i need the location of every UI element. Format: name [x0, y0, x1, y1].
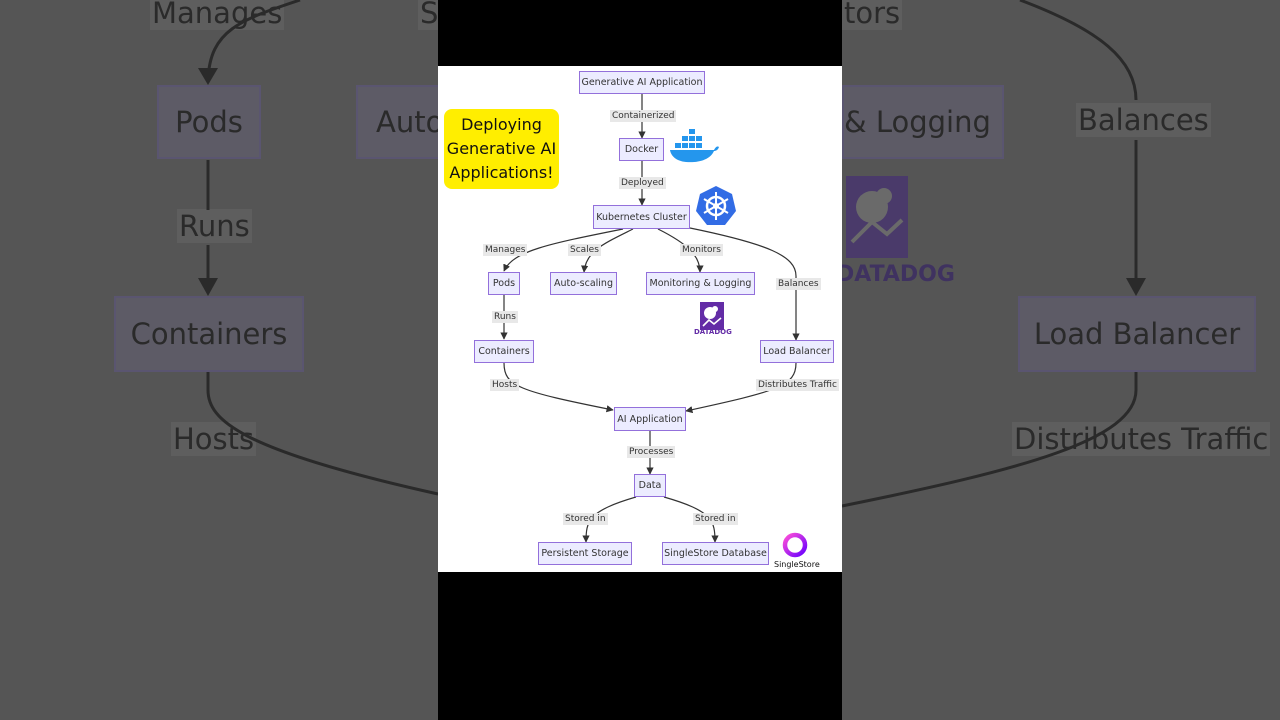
bg-box-pods: Pods: [157, 85, 261, 159]
singlestore-logo-icon: [782, 532, 808, 558]
node-generative-ai-application: Generative AI Application: [579, 71, 705, 94]
title-line-1: Deploying: [461, 115, 542, 134]
node-ai-application: AI Application: [614, 407, 686, 431]
diagram-panel: Generative AI Application Docker Kuberne…: [438, 66, 842, 572]
bg-label-monitors: tors: [842, 0, 903, 30]
node-containers: Containers: [474, 340, 534, 363]
edge-label-distributes-traffic: Distributes Traffic: [756, 379, 839, 391]
bg-label-balances: Balances: [1076, 103, 1211, 137]
bg-datadog-logo: [846, 176, 908, 258]
node-docker: Docker: [619, 138, 664, 161]
title-line-2: Generative AI: [446, 139, 557, 158]
edge-label-stored-in-right: Stored in: [693, 513, 738, 525]
edge-label-manages: Manages: [483, 244, 528, 256]
node-pods: Pods: [488, 272, 520, 295]
bg-box-containers: Containers: [114, 296, 304, 372]
kubernetes-logo-icon: [696, 186, 736, 225]
bg-label-runs: Runs: [177, 209, 252, 243]
bg-label-distributes: Distributes Traffic: [1012, 422, 1271, 456]
edge-label-runs: Runs: [492, 311, 518, 323]
title-line-3: Applications!: [449, 163, 554, 182]
node-singlestore-database: SingleStore Database: [662, 542, 769, 565]
node-persistent-storage: Persistent Storage: [538, 542, 632, 565]
title-callout: Deploying Generative AI Applications!: [444, 109, 559, 189]
edge-label-stored-in-left: Stored in: [563, 513, 608, 525]
datadog-logo-icon: [700, 302, 724, 330]
bg-box-logging: & Logging: [842, 85, 1004, 159]
edge-label-monitors: Monitors: [680, 244, 723, 256]
node-data: Data: [634, 474, 666, 497]
edge-label-containerized: Containerized: [610, 110, 677, 122]
bg-datadog-text: DATADOG: [836, 262, 955, 287]
singlestore-logo-text: SingleStore: [774, 560, 820, 569]
bg-label-hosts: Hosts: [171, 422, 257, 456]
edge-label-balances: Balances: [776, 278, 821, 290]
bg-box-load-balancer: Load Balancer: [1018, 296, 1256, 372]
edge-label-deployed: Deployed: [619, 177, 666, 189]
node-load-balancer: Load Balancer: [760, 340, 834, 363]
node-kubernetes-cluster: Kubernetes Cluster: [593, 205, 690, 229]
edge-label-hosts: Hosts: [490, 379, 520, 391]
node-auto-scaling: Auto-scaling: [550, 272, 617, 295]
edge-label-processes: Processes: [627, 446, 676, 458]
docker-logo-icon: [670, 129, 719, 163]
node-monitoring-logging: Monitoring & Logging: [646, 272, 755, 295]
datadog-logo-text: DATADOG: [694, 328, 732, 336]
edge-label-scales: Scales: [568, 244, 601, 256]
